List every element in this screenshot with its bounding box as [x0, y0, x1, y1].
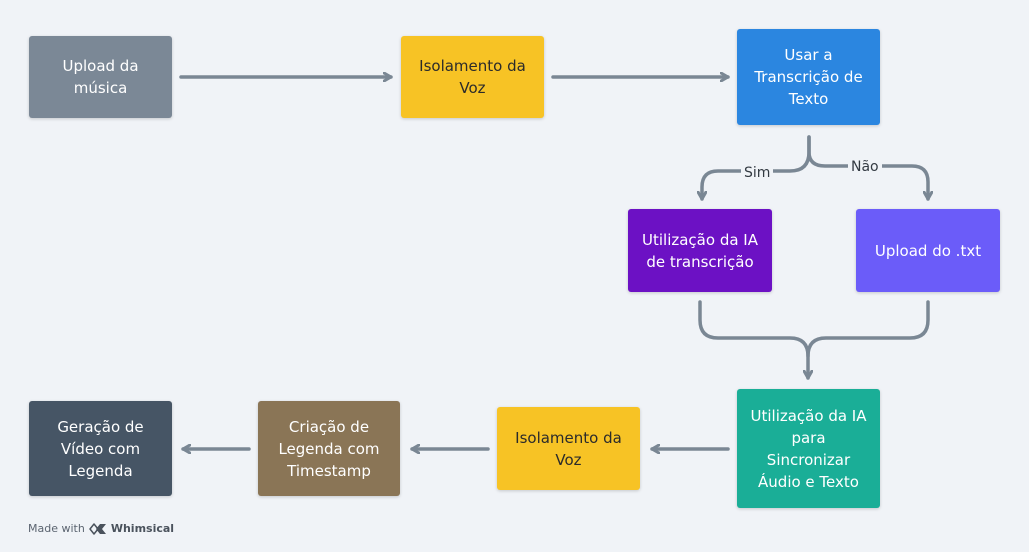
node-isolamento-voz-1[interactable]: Isolamento da Voz [401, 36, 544, 118]
edge-upload-txt-to-sincronizar [806, 300, 930, 358]
node-criacao-legenda[interactable]: Criação de Legenda com Timestamp [258, 401, 400, 496]
edge-label-nao: Não [848, 158, 882, 176]
whimsical-logo-icon [89, 522, 107, 535]
made-with-footer[interactable]: Made with Whimsical [28, 522, 174, 535]
node-geracao-video[interactable]: Geração de Vídeo com Legenda [29, 401, 172, 496]
node-upload-txt[interactable]: Upload do .txt [856, 209, 1000, 292]
node-upload-musica[interactable]: Upload da música [29, 36, 172, 118]
node-isolamento-voz-2[interactable]: Isolamento da Voz [497, 407, 640, 490]
node-ia-transcricao[interactable]: Utilização da IA de transcrição [628, 209, 772, 292]
whimsical-brand-label: Whimsical [110, 522, 175, 535]
node-usar-transcricao[interactable]: Usar a Transcrição de Texto [737, 29, 880, 125]
made-with-label: Made with [28, 522, 85, 535]
edge-ia-transcricao-to-sincronizar [698, 300, 808, 380]
edge-label-sim: Sim [741, 164, 774, 182]
node-ia-sincronizar[interactable]: Utilização da IA para Sincronizar Áudio … [737, 389, 880, 508]
